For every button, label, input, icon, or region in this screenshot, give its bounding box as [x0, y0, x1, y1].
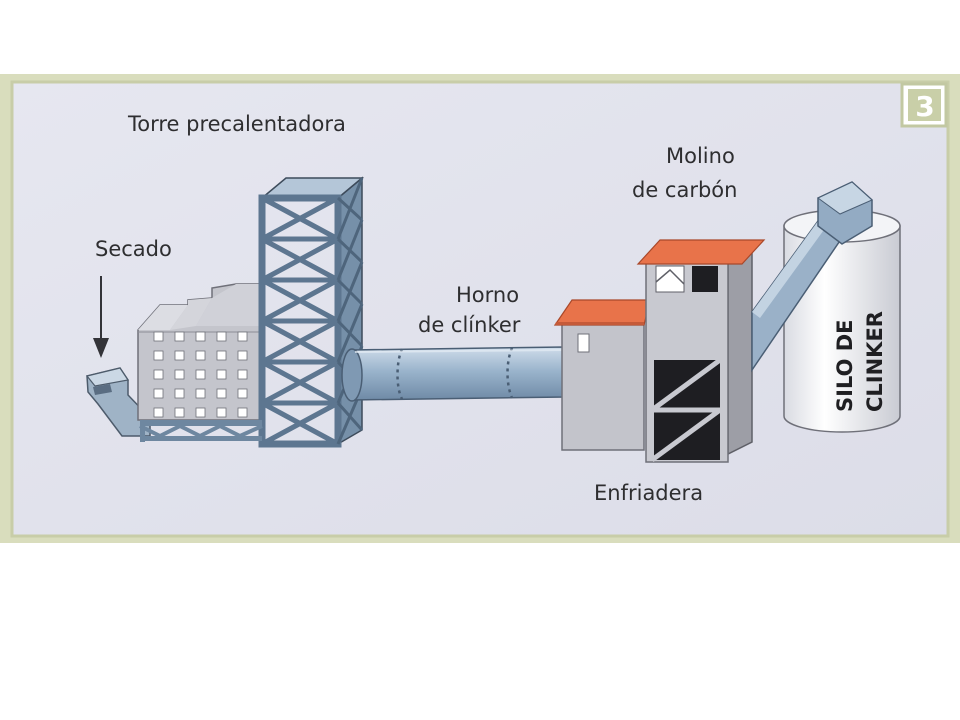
conveyor	[751, 181, 873, 373]
window	[216, 331, 227, 342]
window	[216, 388, 227, 399]
coal-mill-building	[636, 239, 766, 463]
tower-brace	[260, 277, 340, 324]
label-coal-mill-line2: de carbón	[632, 178, 737, 202]
window	[237, 388, 248, 399]
tower-brace	[260, 236, 340, 283]
window	[237, 331, 248, 342]
window	[195, 331, 206, 342]
panel-number-badge: 3	[900, 82, 948, 128]
tower-brace	[260, 359, 340, 406]
tower-bracing	[260, 195, 340, 447]
drying-intake	[85, 367, 151, 437]
base-truss	[139, 420, 263, 442]
drying-windows	[153, 331, 248, 418]
window	[174, 388, 185, 399]
tower-side-brace	[336, 261, 364, 322]
window	[195, 388, 206, 399]
labels: Torre precalentadora Secado Horno de clí…	[95, 112, 737, 505]
rotary-kiln	[341, 346, 566, 402]
window	[195, 407, 206, 418]
window	[237, 407, 248, 418]
tower-side-brace	[336, 177, 364, 240]
window	[153, 350, 164, 361]
silo-label-line2: CLINKER	[863, 311, 887, 412]
tower-brace	[260, 195, 340, 242]
silo-label-line1: SILO DE	[833, 319, 857, 412]
panel-number: 3	[915, 90, 934, 123]
window	[153, 331, 164, 342]
label-preheater-tower: Torre precalentadora	[127, 112, 346, 136]
window	[237, 369, 248, 380]
drying-building	[137, 283, 263, 421]
window	[153, 388, 164, 399]
tower-brace	[260, 400, 340, 447]
window	[174, 369, 185, 380]
window	[153, 407, 164, 418]
window	[216, 369, 227, 380]
tower-brace	[260, 318, 340, 365]
window	[174, 407, 185, 418]
label-kiln-line1: Horno	[456, 283, 519, 307]
label-kiln-line2: de clínker	[418, 313, 521, 337]
window	[237, 350, 248, 361]
drying-arrow	[93, 276, 109, 358]
window	[216, 350, 227, 361]
window	[174, 331, 185, 342]
label-drying: Secado	[95, 237, 172, 261]
label-coal-mill-line1: Molino	[666, 144, 735, 168]
window	[195, 369, 206, 380]
window	[153, 369, 164, 380]
label-cooler: Enfriadera	[594, 481, 703, 505]
window	[174, 350, 185, 361]
cooler-building	[553, 299, 651, 451]
window	[216, 407, 227, 418]
tower-side-brace	[336, 219, 364, 281]
window	[195, 350, 206, 361]
tower-side-brace	[336, 303, 364, 363]
